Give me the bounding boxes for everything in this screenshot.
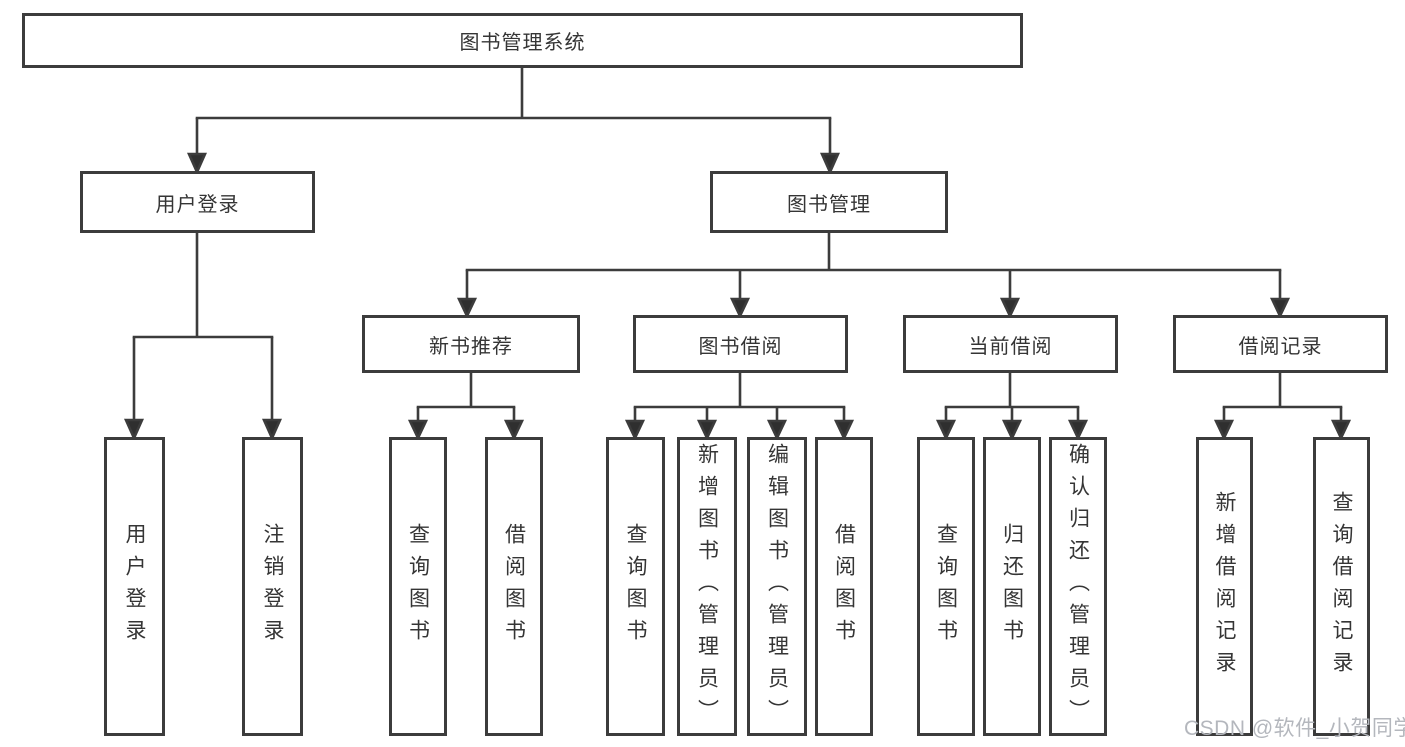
leaf-label: 借阅图书 (832, 522, 856, 651)
leaf-label: 注销登录 (261, 522, 284, 651)
leaf-query-books-borrow: 查询图书 (606, 437, 665, 736)
arrowhead (503, 419, 525, 442)
leaf-borrow-books: 借阅图书 (815, 437, 873, 736)
leaf-user-login: 用户登录 (104, 437, 165, 736)
leaf-edit-books-admin: 编辑图书（管理员） (747, 437, 807, 736)
leaf-add-borrow-record: 新增借阅记录 (1196, 437, 1253, 736)
leaf-label: 查询图书 (406, 522, 430, 651)
arrowhead (696, 419, 718, 442)
csdn-watermark: CSDN @软件_小贺同学 (1184, 717, 1405, 740)
node-library-management-system: 图书管理系统 (22, 13, 1023, 68)
leaf-logout: 注销登录 (242, 437, 303, 736)
arrowhead (833, 419, 855, 442)
leaf-label: 归还图书 (1000, 522, 1024, 651)
leaf-add-books-admin: 新增图书（管理员） (677, 437, 737, 736)
arrowhead (935, 419, 957, 442)
arrowhead (1330, 419, 1352, 442)
node-label: 图书管理系统 (459, 32, 586, 54)
leaf-label: 新增借阅记录 (1213, 490, 1236, 683)
leaf-label: 查询图书 (934, 522, 958, 651)
node-label: 用户登录 (155, 193, 240, 216)
node-book-management: 图书管理 (710, 171, 948, 233)
arrowhead (456, 297, 478, 320)
arrowhead (819, 152, 841, 176)
arrowhead (1067, 419, 1089, 442)
arrowhead (123, 418, 145, 442)
leaf-query-books-recommend: 查询图书 (389, 437, 447, 736)
leaf-label: 编辑图书（管理员） (765, 442, 789, 731)
leaf-query-borrow-record: 查询借阅记录 (1313, 437, 1370, 736)
arrowhead (729, 297, 751, 320)
leaf-query-books-current: 查询图书 (917, 437, 975, 736)
node-label: 图书借阅 (698, 335, 783, 358)
leaf-label: 借阅图书 (502, 522, 526, 651)
leaf-label: 新增图书（管理员） (695, 442, 719, 731)
arrowhead (999, 297, 1021, 320)
node-label: 新书推荐 (429, 335, 513, 358)
arrowhead (1001, 419, 1023, 442)
leaf-borrow-books-recommend: 借阅图书 (485, 437, 543, 736)
node-book-borrowing: 图书借阅 (633, 315, 848, 373)
node-label: 当前借阅 (968, 335, 1053, 358)
arrowhead (261, 418, 283, 442)
node-user-login: 用户登录 (80, 171, 315, 233)
arrowhead (1213, 419, 1235, 442)
arrowhead (1269, 297, 1291, 320)
leaf-label: 查询图书 (624, 522, 647, 651)
leaf-label: 查询借阅记录 (1330, 490, 1353, 683)
node-current-borrowing: 当前借阅 (903, 315, 1118, 373)
node-label: 借阅记录 (1238, 335, 1323, 358)
arrowhead (624, 419, 646, 442)
leaf-label: 确认归还（管理员） (1066, 442, 1090, 731)
arrowhead (407, 419, 429, 442)
node-new-book-recommendation: 新书推荐 (362, 315, 580, 373)
leaf-return-books: 归还图书 (983, 437, 1041, 736)
node-label: 图书管理 (787, 193, 871, 216)
node-borrowing-records: 借阅记录 (1173, 315, 1388, 373)
arrowhead (186, 152, 208, 176)
leaf-confirm-return-admin: 确认归还（管理员） (1049, 437, 1107, 736)
leaf-label: 用户登录 (123, 522, 146, 651)
arrowhead (766, 419, 788, 442)
